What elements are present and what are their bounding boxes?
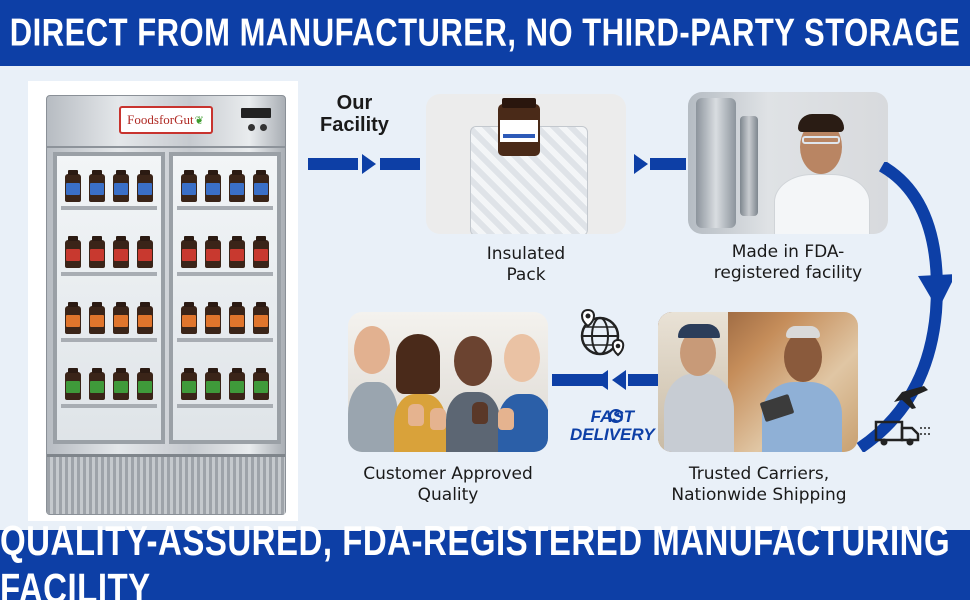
gray-hair xyxy=(786,326,820,338)
fridge: FoodsforGut ❦ xyxy=(46,95,286,515)
thumbs-up-icon xyxy=(498,408,514,430)
caption-line: Customer Approved xyxy=(363,464,533,484)
our-facility-line1: Our xyxy=(336,92,373,114)
person-2-hair xyxy=(396,334,440,394)
chevron-right-icon xyxy=(362,154,376,174)
truck-plane-icon xyxy=(874,386,930,446)
steel-pipe xyxy=(740,116,758,216)
leaf-icon: ❦ xyxy=(194,114,204,127)
safety-glasses-icon xyxy=(802,136,840,144)
fridge-display xyxy=(241,108,271,118)
step-caption-trusted-carriers: Trusted Carriers, Nationwide Shipping xyxy=(650,464,868,507)
fast-delivery-line1: FAST xyxy=(590,407,635,426)
supplement-bottle xyxy=(498,98,540,156)
caption-line: Nationwide Shipping xyxy=(671,485,847,506)
lab-coat xyxy=(774,174,870,234)
globe-location-icon xyxy=(580,308,625,357)
fridge-top-panel: FoodsforGut ❦ xyxy=(47,96,285,148)
brand-logo: FoodsforGut ❦ xyxy=(119,106,213,134)
brand-logo-text: FoodsforGut xyxy=(127,112,194,127)
caption-line: registered facility xyxy=(713,263,863,284)
delivery-handoff-photo xyxy=(658,312,858,452)
lab-technician-photo xyxy=(688,92,888,234)
fridge-doors xyxy=(53,152,281,444)
hair xyxy=(798,114,844,132)
step-caption-customer-approved: Customer Approved Quality xyxy=(342,464,554,507)
flow-arrow-segment xyxy=(628,374,658,386)
chevron-left-icon xyxy=(594,370,608,390)
fridge-knob xyxy=(260,124,267,131)
step-caption-insulated-pack: Insulated Pack xyxy=(426,244,626,287)
person-1-head xyxy=(354,326,390,374)
bottom-banner-title: QUALITY-ASSURED, FDA-REGISTERED MANUFACT… xyxy=(0,517,951,600)
caption-line: Quality xyxy=(417,485,479,506)
flow-arrow-segment xyxy=(380,158,420,170)
caption-line: Pack xyxy=(506,265,546,286)
chevron-right-icon xyxy=(634,154,648,174)
fridge-door-right xyxy=(169,152,281,444)
insulated-pack-photo xyxy=(426,94,626,234)
top-banner-title: DIRECT FROM MANUFACTURER, NO THIRD-PARTY… xyxy=(9,10,961,55)
fridge-door-left xyxy=(53,152,165,444)
caption-line: Insulated xyxy=(486,244,566,264)
courier-shirt xyxy=(664,374,734,452)
customer-head xyxy=(784,332,822,382)
fast-delivery-badge: FAST DELIVERY xyxy=(570,408,655,444)
our-facility-label: Our Facility xyxy=(320,92,389,136)
fridge-knob xyxy=(248,124,255,131)
fridge-image: FoodsforGut ❦ xyxy=(28,81,298,521)
person-4-head xyxy=(504,334,540,382)
fridge-vent-base xyxy=(47,454,285,514)
caption-line: Trusted Carriers, xyxy=(688,464,830,484)
steel-tank xyxy=(696,98,736,228)
person-3-head xyxy=(454,336,492,386)
main-area: FoodsforGut ❦ xyxy=(0,66,970,530)
thumbs-up-icon xyxy=(472,402,488,424)
stopwatch-icon xyxy=(609,409,623,423)
fast-delivery-line2: DELIVERY xyxy=(570,424,655,444)
our-facility-line2: Facility xyxy=(320,114,389,136)
curved-flow-arrow xyxy=(856,162,952,452)
flow-arrow-segment xyxy=(308,158,358,170)
person-1-shirt xyxy=(348,382,398,452)
bottom-banner: QUALITY-ASSURED, FDA-REGISTERED MANUFACT… xyxy=(0,518,970,600)
happy-customers-photo xyxy=(348,312,548,452)
flow-arrow-segment xyxy=(650,158,686,170)
caption-line: Made in FDA- xyxy=(731,242,845,262)
cap-icon xyxy=(678,324,720,338)
step-caption-fda-facility: Made in FDA- registered facility xyxy=(688,242,888,285)
top-banner: DIRECT FROM MANUFACTURER, NO THIRD-PARTY… xyxy=(0,0,970,66)
thumbs-up-icon xyxy=(430,408,446,430)
chevron-left-icon xyxy=(612,370,626,390)
thumbs-up-icon xyxy=(408,404,424,426)
